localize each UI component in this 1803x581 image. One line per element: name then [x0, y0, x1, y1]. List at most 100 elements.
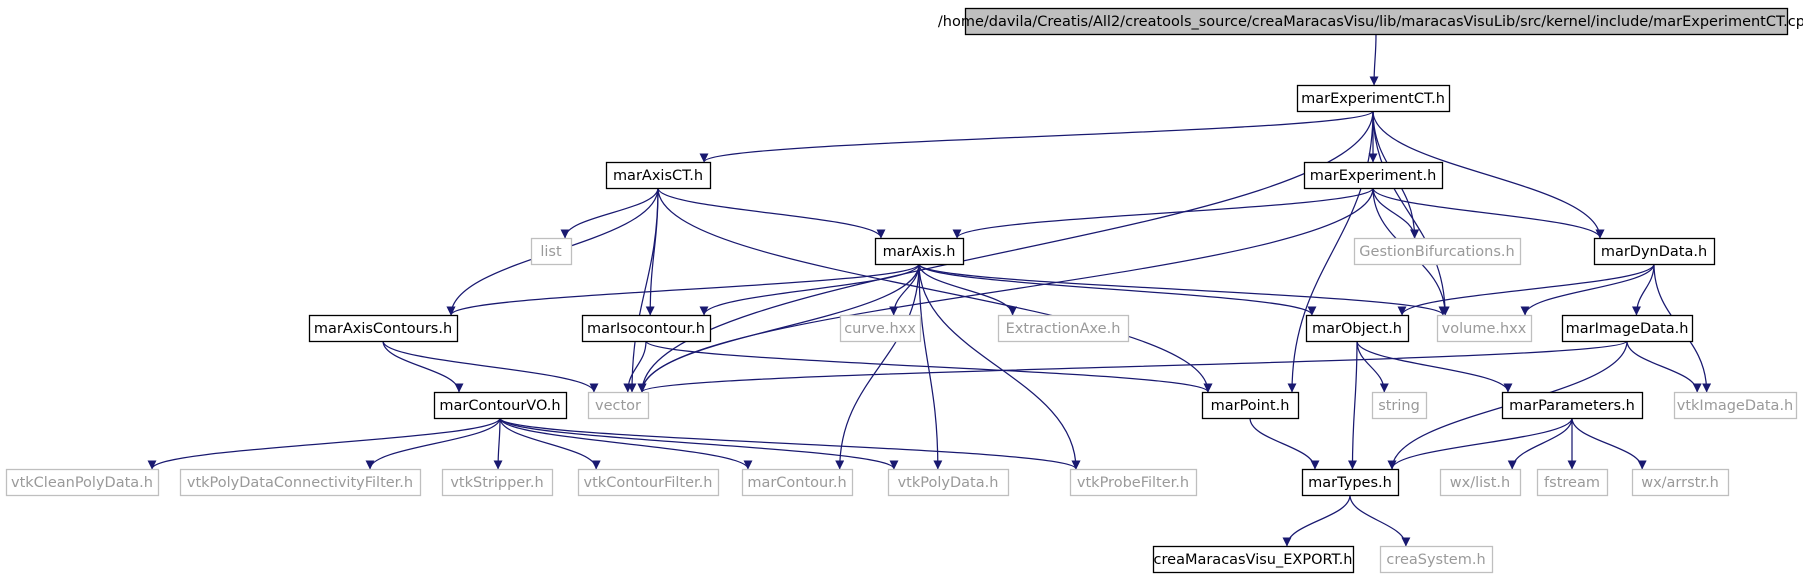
node-box	[5, 468, 160, 497]
node-marparameters-h[interactable]: marParameters.h	[1501, 391, 1644, 420]
node-box	[1152, 545, 1355, 574]
node-box	[1536, 468, 1609, 497]
edge-marexperiment-h-to-gestionbifurcations-h	[1372, 187, 1420, 239]
node-marcontour-h: marContour.h	[741, 468, 854, 497]
node-mardyndata-h[interactable]: marDynData.h	[1593, 237, 1716, 266]
node-box	[1501, 391, 1644, 420]
node-box	[433, 391, 568, 420]
node-vtkimagedata-h: vtkImageData.h	[1673, 391, 1798, 420]
node-label: vtkImageData.h	[1677, 398, 1794, 414]
node-label: marAxis.h	[883, 244, 956, 260]
edge-maraxis-h-to-marcontour-h	[835, 263, 920, 470]
edge-maraxisct-h-to-marisocontour-h	[645, 187, 659, 316]
node-string: string	[1371, 391, 1428, 420]
node-label: vtkStripper.h	[450, 475, 543, 491]
node-wx-list-h: wx/list.h	[1439, 468, 1522, 497]
edge-marcontourvo-h-to-vtkcleanpolydata-h	[147, 417, 501, 470]
node-marimagedata-h[interactable]: marImageData.h	[1561, 314, 1694, 343]
edge-marexperiment-h-to-mardyndata-h	[1372, 187, 1605, 239]
node-label: vtkPolyData.h	[898, 475, 999, 491]
node-vector: vector	[587, 391, 650, 420]
node-root[interactable]: /home/davila/Creatis/All2/creatools_sour…	[938, 7, 1803, 36]
node-maraxisct-h[interactable]: marAxisCT.h	[605, 161, 712, 190]
edge-martypes-h-to-creasystem-h	[1349, 494, 1411, 547]
node-marcontourvo-h[interactable]: marContourVO.h	[433, 391, 568, 420]
edge-maraxisct-h-to-maraxis-h	[657, 187, 886, 239]
edge-marisocontour-h-to-vector	[623, 340, 647, 393]
node-marexperiment-h[interactable]: marExperiment.h	[1303, 161, 1444, 190]
edge-marparameters-h-to-martypes-h	[1387, 417, 1573, 470]
node-vtkcontourfilter-h: vtkContourFilter.h	[577, 468, 720, 497]
edge-marcontourvo-h-to-vtkpolydataconnectivityfilter-h	[365, 417, 501, 470]
node-label: curve.hxx	[844, 321, 916, 337]
edge-marcontourvo-h-to-vtkcontourfilter-h	[499, 417, 601, 470]
node-box	[1353, 237, 1522, 266]
node-gestionbifurcations-h: GestionBifurcations.h	[1353, 237, 1522, 266]
edge-marcontourvo-h-to-vtkstripper-h	[493, 417, 503, 470]
edge-maraxis-h-to-vector	[637, 263, 920, 393]
edge-mardyndata-h-to-marobject-h	[1397, 263, 1655, 316]
edge-marcontourvo-h-to-vtkprobefilter-h	[499, 417, 1081, 470]
nodes-layer: /home/davila/Creatis/All2/creatools_sour…	[5, 7, 1803, 574]
node-label: vtkProbeFilter.h	[1077, 475, 1189, 491]
node-vtkpolydataconnectivityfilter-h: vtkPolyDataConnectivityFilter.h	[179, 468, 422, 497]
edge-marexperimentct-h-to-vector	[637, 110, 1374, 393]
node-box	[179, 468, 422, 497]
node-label: volume.hxx	[1442, 321, 1527, 337]
node-box	[587, 391, 650, 420]
node-martypes-h[interactable]: marTypes.h	[1301, 468, 1400, 497]
node-label: vtkPolyDataConnectivityFilter.h	[187, 475, 413, 491]
node-box	[1201, 391, 1300, 420]
edge-maraxisct-h-to-list	[560, 187, 659, 239]
node-box	[577, 468, 720, 497]
node-label: list	[540, 244, 562, 260]
edge-maraxis-h-to-marobject-h	[918, 263, 1317, 316]
node-label: marParameters.h	[1509, 398, 1635, 414]
edge-marparameters-h-to-wx-arrstr-h	[1571, 417, 1647, 470]
edge-marpoint-h-to-martypes-h	[1249, 417, 1320, 470]
node-label: creaMaracasVisu_EXPORT.h	[1154, 552, 1353, 568]
node-marpoint-h[interactable]: marPoint.h	[1201, 391, 1300, 420]
node-label: wx/list.h	[1450, 475, 1510, 491]
node-box	[1301, 468, 1400, 497]
node-box	[441, 468, 554, 497]
node-maraxis-h[interactable]: marAxis.h	[874, 237, 965, 266]
edge-maraxiscontours-h-to-vector	[382, 340, 599, 393]
edge-maraxis-h-to-maraxiscontours-h	[446, 263, 920, 316]
node-label: marExperiment.h	[1310, 168, 1437, 184]
node-box	[1296, 84, 1451, 113]
node-label: marImageData.h	[1566, 321, 1689, 337]
edge-marexperiment-h-to-vector	[637, 187, 1374, 393]
node-box	[1379, 545, 1494, 574]
edge-maraxisct-h-to-marpoint-h	[657, 187, 1213, 393]
node-box	[997, 314, 1130, 343]
node-marisocontour-h[interactable]: marIsocontour.h	[581, 314, 712, 343]
node-extractionaxe-h: ExtractionAxe.h	[997, 314, 1130, 343]
node-wx-arrstr-h: wx/arrstr.h	[1631, 468, 1730, 497]
node-vtkprobefilter-h: vtkProbeFilter.h	[1069, 468, 1198, 497]
edge-marparameters-h-to-wx-list-h	[1507, 417, 1573, 470]
node-box	[1303, 161, 1444, 190]
edge-marexperiment-h-to-maraxis-h	[952, 187, 1374, 239]
node-label: marObject.h	[1312, 321, 1402, 337]
node-label: fstream	[1544, 475, 1600, 491]
node-label: creaSystem.h	[1386, 552, 1485, 568]
node-box	[1436, 314, 1533, 343]
node-label: /home/davila/Creatis/All2/creatools_sour…	[938, 14, 1803, 30]
node-maraxiscontours-h[interactable]: marAxisContours.h	[308, 314, 459, 343]
edge-marobject-h-to-martypes-h	[1347, 340, 1358, 470]
node-label: vtkContourFilter.h	[584, 475, 713, 491]
node-list: list	[530, 237, 573, 266]
node-vtkcleanpolydata-h: vtkCleanPolyData.h	[5, 468, 160, 497]
node-label: marTypes.h	[1308, 475, 1392, 491]
node-label: vtkCleanPolyData.h	[11, 475, 153, 491]
edge-marimagedata-h-to-vector	[637, 340, 1628, 393]
node-creamaracasvisu-export-h[interactable]: creaMaracasVisu_EXPORT.h	[1152, 545, 1355, 574]
node-marexperimentct-h[interactable]: marExperimentCT.h	[1296, 84, 1451, 113]
node-box	[1561, 314, 1694, 343]
node-label: vector	[595, 398, 641, 414]
node-box	[1305, 314, 1410, 343]
node-label: GestionBifurcations.h	[1359, 244, 1514, 260]
node-marobject-h[interactable]: marObject.h	[1305, 314, 1410, 343]
node-creasystem-h: creaSystem.h	[1379, 545, 1494, 574]
